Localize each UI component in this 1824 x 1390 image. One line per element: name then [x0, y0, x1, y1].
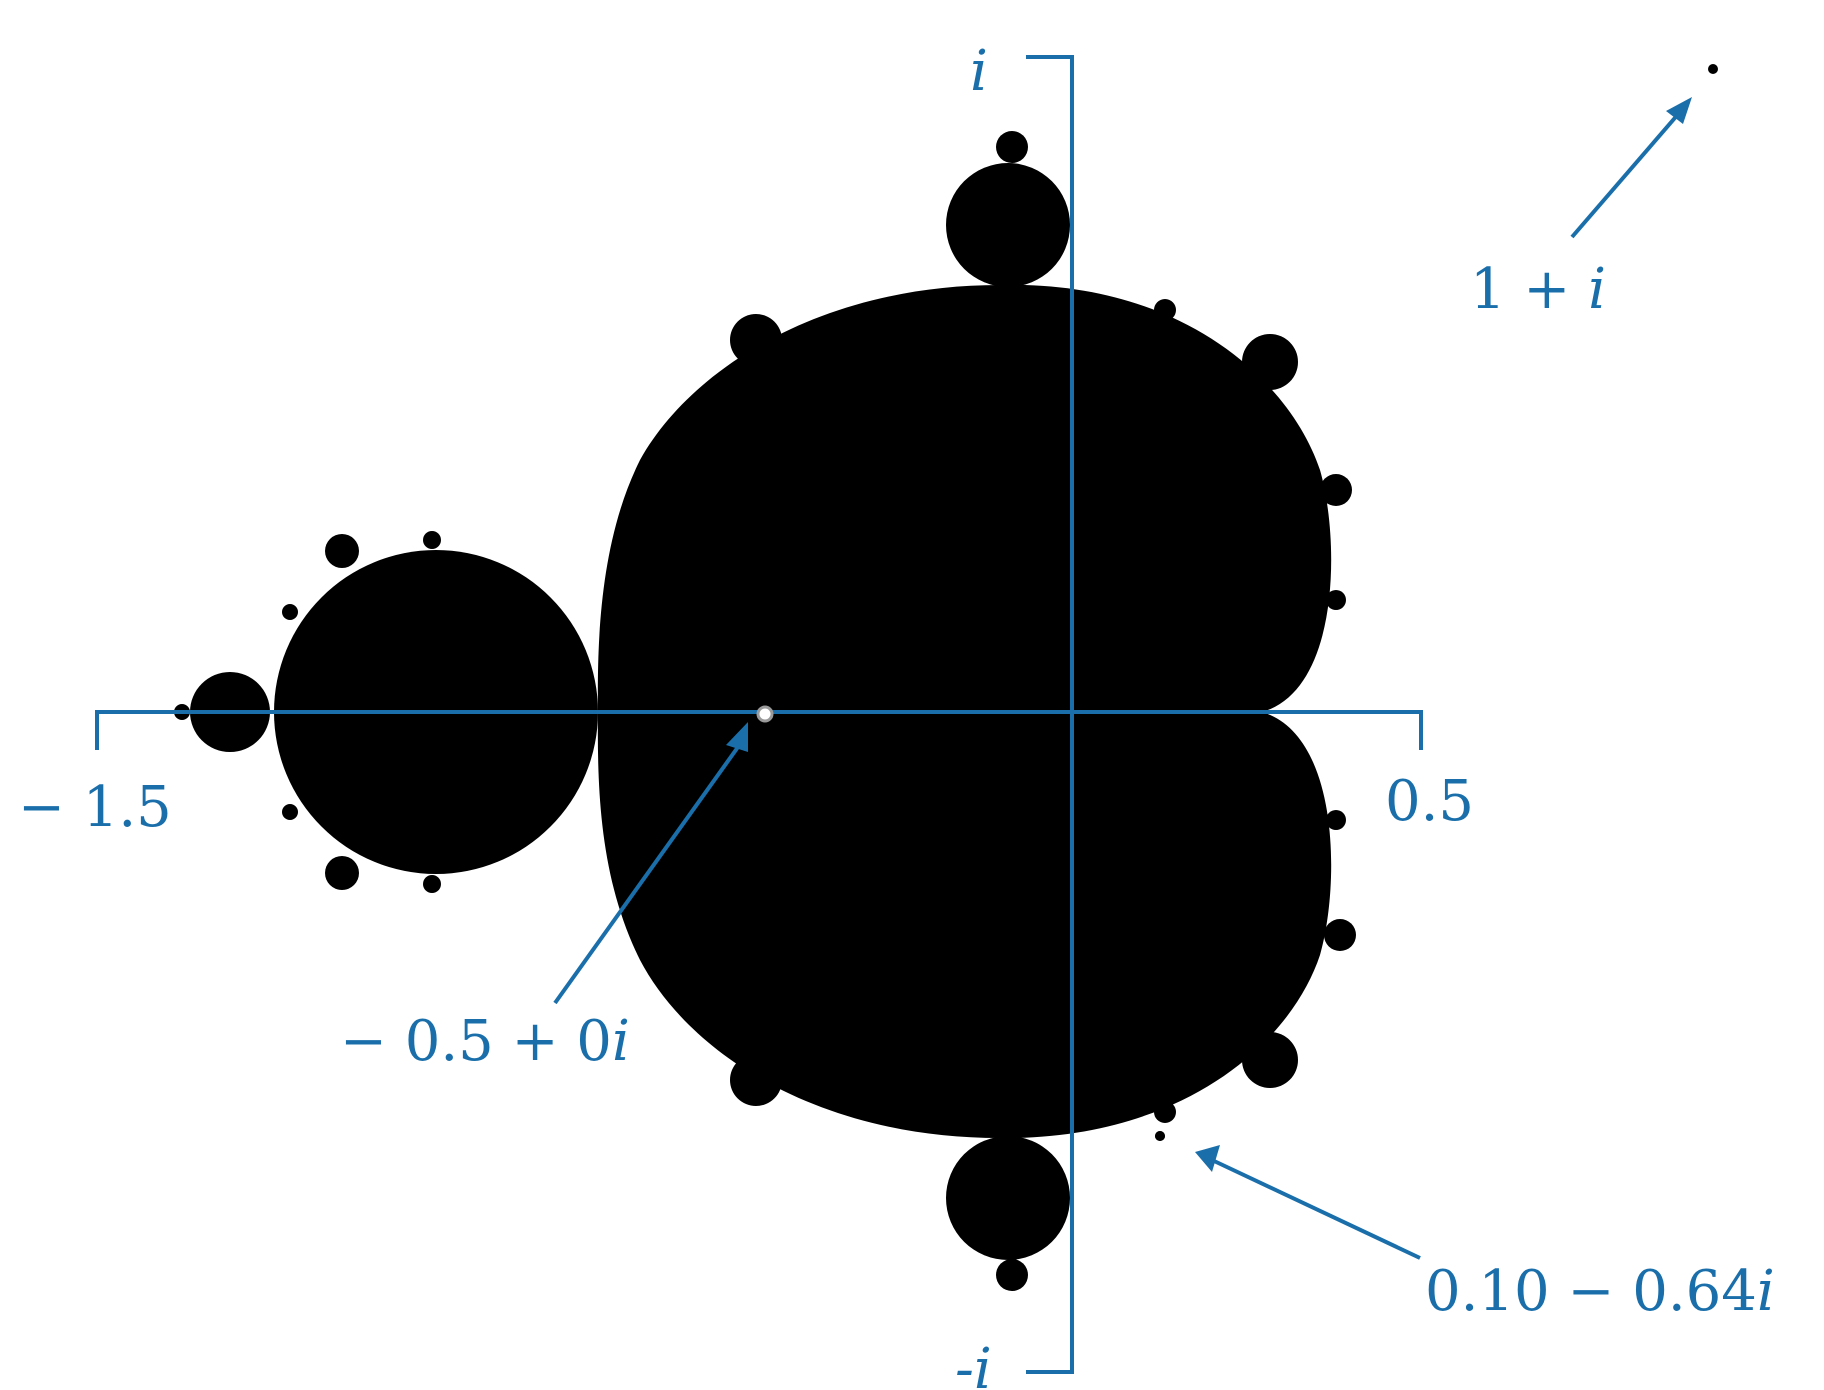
arrow-line	[553, 738, 745, 1005]
arrow-head	[1195, 1145, 1220, 1172]
mini-bulb	[1154, 299, 1176, 321]
mini-bulb	[1154, 1101, 1176, 1123]
top-bulb-small	[996, 131, 1028, 163]
arrow-head	[726, 722, 748, 752]
mini-bulb	[670, 420, 690, 440]
mini-bulb	[1326, 590, 1346, 610]
point-label: 0.10 − 0.64i	[1425, 1259, 1775, 1324]
mini-bulb	[1320, 474, 1352, 506]
top-bulb	[946, 163, 1070, 287]
imag-min-label: -i	[955, 1337, 992, 1390]
point-marker	[756, 705, 774, 723]
mini-bulb	[423, 875, 441, 893]
imag-max-label: i	[970, 39, 988, 104]
arrow-line	[1570, 110, 1682, 239]
bottom-bulb-small	[996, 1259, 1028, 1291]
point-neg-half: − 0.5 + 0i	[340, 705, 774, 1074]
arrow-line	[1211, 1158, 1421, 1260]
point-010-064i: 0.10 − 0.64i	[1155, 1131, 1775, 1324]
mini-bulb	[730, 1054, 782, 1106]
arrow-head	[1666, 97, 1692, 124]
mini-bulb	[1326, 810, 1346, 830]
mini-bulb	[282, 604, 298, 620]
point-label: 1 + i	[1470, 257, 1606, 322]
imag-axis	[1026, 55, 1074, 1374]
mini-bulb	[282, 804, 298, 820]
mini-bulb	[1242, 334, 1298, 390]
point-label: − 0.5 + 0i	[340, 1009, 630, 1074]
real-max-label: 0.5	[1385, 769, 1474, 834]
point-marker	[1155, 1131, 1165, 1141]
mini-bulb	[1324, 919, 1356, 951]
mini-bulb	[325, 856, 359, 890]
point-marker	[1708, 64, 1718, 74]
bottom-bulb	[946, 1136, 1070, 1260]
real-min-label: − 1.5	[18, 775, 172, 840]
mini-bulb	[423, 531, 441, 549]
point-one-plus-i: 1 + i	[1470, 64, 1718, 322]
mini-bulb	[325, 534, 359, 568]
mini-bulb	[670, 980, 690, 1000]
mini-bulb	[730, 314, 782, 366]
mini-bulb	[1242, 1032, 1298, 1088]
